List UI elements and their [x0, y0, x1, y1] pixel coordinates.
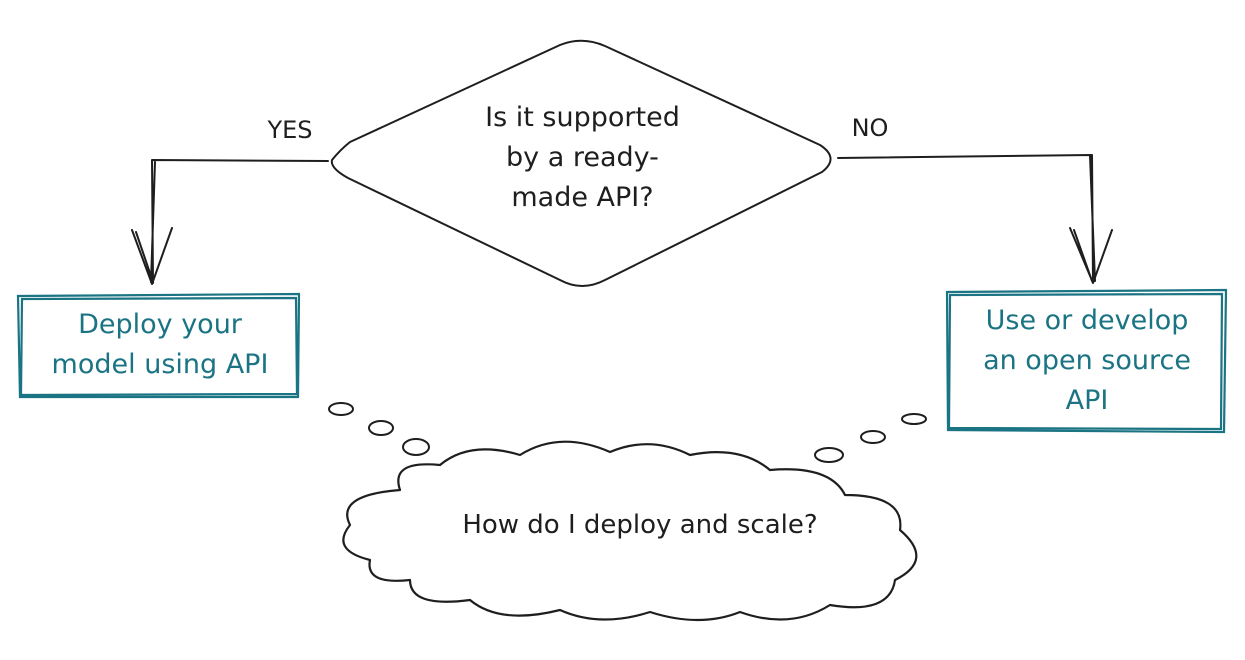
yes-box-line: model using API: [51, 349, 269, 380]
thought-bubble: [402, 438, 430, 456]
thought-text: How do I deploy and scale?: [462, 510, 818, 540]
yes-connector: [150, 159, 329, 284]
yes-box-line: Deploy your: [78, 309, 242, 340]
decision-diamond: [330, 39, 832, 287]
thought-bubble: [814, 447, 844, 463]
no-arrowhead: [1069, 227, 1113, 284]
yes-box-outline: [16, 292, 301, 399]
decision-line: by a ready-: [506, 142, 659, 173]
no-label: NO: [851, 114, 889, 142]
thought-bubble: [328, 402, 354, 416]
decision-line: made API?: [511, 182, 654, 213]
no-box-line: Use or develop: [985, 305, 1189, 336]
no-box-line: an open source: [983, 345, 1191, 376]
no-box-text: Use or develop an open source API: [948, 301, 1226, 421]
thought-bubble: [860, 430, 886, 444]
thought-bubble: [901, 413, 927, 425]
thought-cloud: [342, 440, 918, 622]
decision-line: Is it supported: [485, 102, 680, 133]
no-box-line: API: [1065, 385, 1109, 416]
yes-box-text: Deploy your model using API: [20, 305, 300, 385]
thought-bubble: [368, 420, 394, 436]
yes-label: YES: [267, 116, 313, 144]
decision-text: Is it supported by a ready- made API?: [430, 98, 735, 218]
yes-arrowhead: [131, 227, 173, 285]
no-connector: [837, 154, 1096, 283]
no-box-outline: [945, 288, 1228, 434]
